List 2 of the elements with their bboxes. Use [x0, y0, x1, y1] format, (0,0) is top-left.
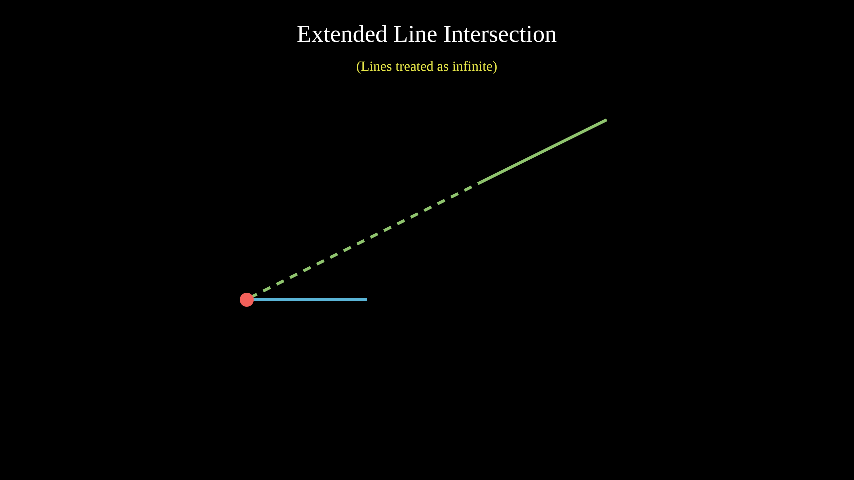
subtitle: (Lines treated as infinite) — [356, 60, 498, 75]
title: Extended Line Intersection — [297, 22, 557, 48]
